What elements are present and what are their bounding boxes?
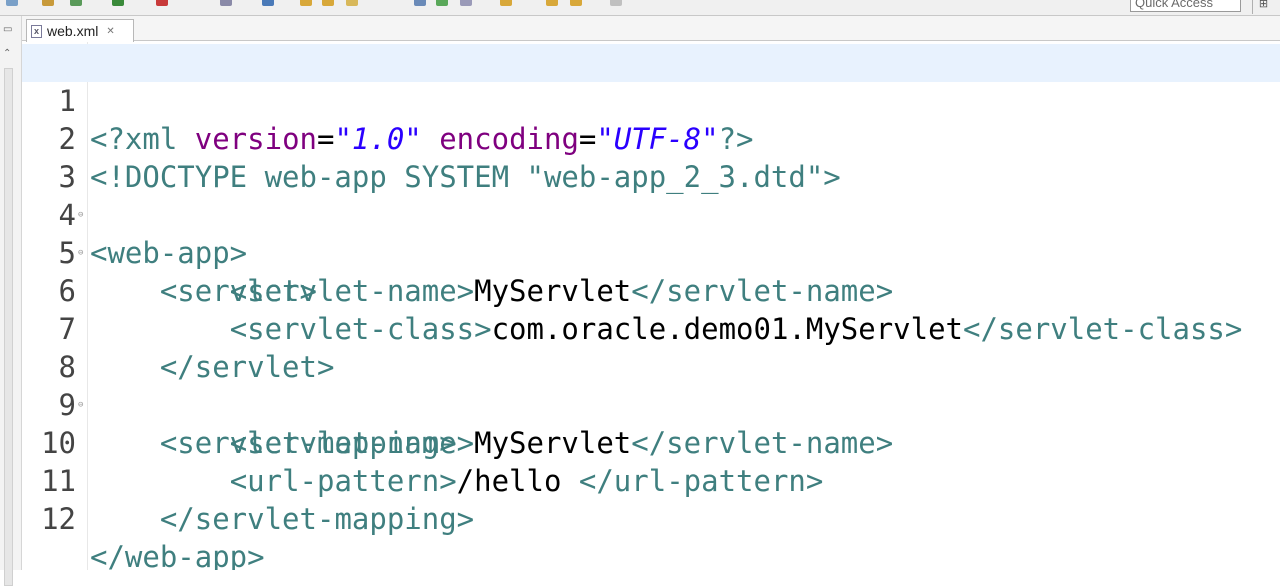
line-number: 9 <box>58 388 76 422</box>
code-text: <?xml version="1.0" encoding="UTF-8"?> <box>90 120 754 158</box>
equals: = <box>316 122 335 156</box>
code-line[interactable]: 2 <!DOCTYPE web-app SYSTEM "web-app_2_3.… <box>22 82 1280 194</box>
element-text: /hello <box>456 464 579 498</box>
doctype-text: <!DOCTYPE web-app SYSTEM "web-app_2_3.dt… <box>90 160 841 194</box>
quick-access-input[interactable]: Quick Access <box>1130 0 1241 12</box>
xml-decl-open: <?xml <box>90 122 195 156</box>
xml-decl-close: ?> <box>718 122 754 156</box>
search-icon[interactable] <box>262 0 274 6</box>
tab-label: web.xml <box>47 23 99 39</box>
tag-text: </web-app> <box>90 540 265 570</box>
save-icon[interactable] <box>112 0 124 6</box>
code-line[interactable]: 9 <servlet-name>MyServlet</servlet-name> <box>22 348 1280 460</box>
code-line[interactable]: 6 <servlet-class>com.oracle.demo01.MySer… <box>22 234 1280 346</box>
editor-tab-bar: x web.xml ✕ <box>22 16 1280 42</box>
code-text: <servlet-class>com.oracle.demo01.MyServl… <box>90 310 1243 348</box>
line-number: 12 <box>41 502 76 536</box>
code-line[interactable]: 5 <servlet-name>MyServlet</servlet-name> <box>22 196 1280 308</box>
code-area[interactable]: 1 <?xml version="1.0" encoding="UTF-8"?>… <box>22 42 1280 570</box>
folder-open-icon[interactable] <box>322 0 334 6</box>
fold-collapse-icon[interactable]: ⊖ <box>78 210 84 220</box>
line-number: 6 <box>58 274 76 308</box>
tag-text: </servlet-mapping> <box>159 502 475 536</box>
attr-name: encoding <box>421 122 579 156</box>
close-icon[interactable]: ✕ <box>106 25 115 37</box>
new-icon[interactable] <box>70 0 82 6</box>
forward-icon[interactable] <box>570 0 582 6</box>
link-icon[interactable] <box>414 0 426 6</box>
equals: = <box>578 122 597 156</box>
close-tag: </url-pattern> <box>578 464 824 498</box>
minimize-chevron-icon[interactable]: ⌃ <box>3 48 12 59</box>
code-text: <servlet-name>MyServlet</servlet-name> <box>90 272 893 310</box>
tab-web-xml[interactable]: x web.xml ✕ <box>26 19 134 42</box>
code-text: <servlet-mapping> <box>90 424 457 462</box>
open-tag: <url-pattern> <box>229 464 457 498</box>
code-line[interactable]: 11 </servlet-mapping> <box>22 424 1280 536</box>
open-tag: <servlet-class> <box>229 312 492 346</box>
code-text: </servlet-mapping> <box>90 500 474 538</box>
code-text: <url-pattern>/hello </url-pattern> <box>90 462 824 500</box>
fold-collapse-icon[interactable]: ⊖ <box>78 400 84 410</box>
open-tag: <servlet-name> <box>229 274 475 308</box>
tag-text: <servlet> <box>159 274 317 308</box>
element-text: com.oracle.demo01.MyServlet <box>491 312 963 346</box>
code-line[interactable]: 3 ⊖ <web-app> <box>22 120 1280 270</box>
annotation-icon[interactable] <box>346 0 358 6</box>
tag-text: </servlet> <box>159 350 335 384</box>
run-icon[interactable] <box>6 0 18 6</box>
attr-name: version <box>194 122 317 156</box>
code-line[interactable]: 10 <url-pattern>/hello </url-pattern> <box>22 386 1280 498</box>
code-text: <servlet-name>MyServlet</servlet-name> <box>90 424 893 462</box>
code-line[interactable]: 7 </servlet> <box>22 272 1280 384</box>
folder-icon[interactable] <box>300 0 312 6</box>
line-number: 7 <box>58 312 76 346</box>
line-number: 10 <box>41 426 76 460</box>
debug-icon[interactable] <box>42 0 54 6</box>
line-number: 5 <box>58 236 76 270</box>
close-tag: </servlet-name> <box>631 274 894 308</box>
close-tag: </servlet-class> <box>963 312 1243 346</box>
back-icon[interactable] <box>546 0 558 6</box>
tag-text: <servlet-mapping> <box>159 426 457 460</box>
prev-annotation-icon[interactable] <box>460 0 472 6</box>
main-toolbar: Quick Access ⊞ <box>0 0 1280 16</box>
pin-icon[interactable] <box>610 0 622 6</box>
code-line[interactable]: 1 <?xml version="1.0" encoding="UTF-8"?> <box>22 44 1280 156</box>
external-tools-icon[interactable] <box>220 0 232 6</box>
line-number: 8 <box>58 350 76 384</box>
line-number: 2 <box>58 122 76 156</box>
code-line[interactable]: 4 ⊖ <servlet> <box>22 158 1280 308</box>
line-number-ruler <box>22 42 88 570</box>
attr-value: "1.0" <box>334 122 422 156</box>
attr-value: "UTF-8" <box>596 122 719 156</box>
xml-file-icon: x <box>31 24 42 38</box>
open-icon[interactable] <box>156 0 168 6</box>
code-text: <servlet> <box>90 272 317 310</box>
tag-text: <web-app> <box>90 236 248 270</box>
close-tag: </servlet-name> <box>631 426 894 460</box>
line-number: 11 <box>41 464 76 498</box>
fold-collapse-icon[interactable]: ⊖ <box>78 248 84 258</box>
code-text: </servlet> <box>90 348 335 386</box>
trim-scrollbar[interactable] <box>4 68 13 586</box>
next-annotation-icon[interactable] <box>436 0 448 6</box>
code-line[interactable]: 12 </web-app> <box>22 462 1280 570</box>
last-edit-icon[interactable] <box>500 0 512 6</box>
line-number: 4 <box>58 198 76 232</box>
line-number: 3 <box>58 160 76 194</box>
open-tag: <servlet-name> <box>229 426 475 460</box>
open-perspective-icon[interactable]: ⊞ <box>1252 0 1274 14</box>
left-trim-bar: ▭ ⌃ <box>0 16 22 586</box>
line-number: 1 <box>58 84 76 118</box>
code-line[interactable]: 8 ⊖ <servlet-mapping> <box>22 310 1280 460</box>
xml-editor[interactable]: 1 <?xml version="1.0" encoding="UTF-8"?>… <box>22 42 1280 570</box>
element-text: MyServlet <box>474 274 632 308</box>
restore-icon[interactable]: ▭ <box>3 24 13 35</box>
element-text: MyServlet <box>474 426 632 460</box>
